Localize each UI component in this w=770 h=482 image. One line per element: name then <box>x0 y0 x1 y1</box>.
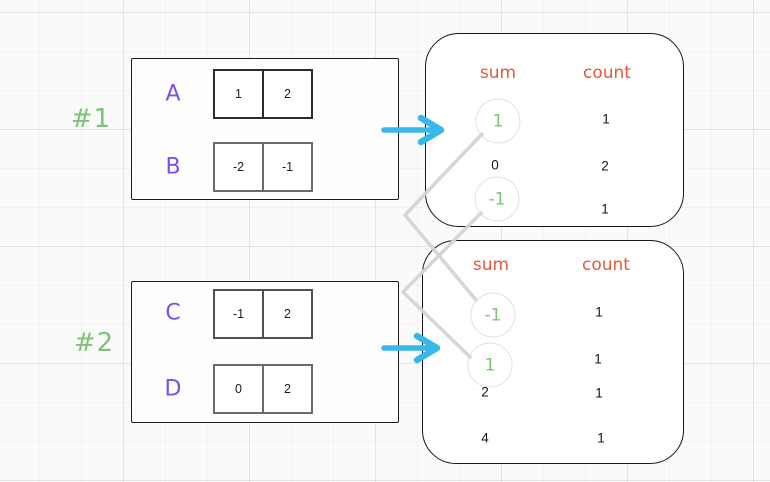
array-d-cell-1: 2 <box>262 364 313 414</box>
result1-row2-sum: -1 <box>488 189 506 209</box>
example2-box: C -1 2 D 0 2 <box>131 281 399 423</box>
result2-table: sum count -1 1 1 1 2 1 4 1 <box>422 240 684 464</box>
example1-box: A 1 2 B -2 -1 <box>131 58 399 200</box>
example1-label: #1 <box>70 104 112 134</box>
example2-label: #2 <box>73 328 115 358</box>
result1-row1-count: 2 <box>601 158 609 174</box>
result2-row0-sum: -1 <box>484 305 502 325</box>
array-b-label: B <box>165 154 181 180</box>
array-a-cells: 1 2 <box>213 69 313 119</box>
result1-row0-count: 1 <box>602 111 610 127</box>
result2-row1-sum-circle: 1 <box>467 342 513 388</box>
result1-row0-sum-circle: 1 <box>475 98 521 144</box>
result1-table: sum count 1 1 0 2 -1 1 <box>425 33 684 227</box>
result2-row0-sum-circle: -1 <box>470 292 516 338</box>
result1-row1-sum: 0 <box>491 157 499 173</box>
result2-row1-sum: 1 <box>484 355 496 375</box>
result2-count-header: count <box>582 255 630 275</box>
array-c-cells: -1 2 <box>213 289 313 339</box>
result2-sum-header: sum <box>472 255 510 275</box>
result1-row2-count: 1 <box>601 201 609 217</box>
result2-row3-sum: 4 <box>481 430 489 446</box>
array-d-cells: 0 2 <box>213 364 313 414</box>
array-c-label: C <box>165 300 181 326</box>
array-c-cell-1: 2 <box>262 289 313 339</box>
array-a-label: A <box>165 81 181 107</box>
array-c-cell-0: -1 <box>213 289 264 339</box>
array-b-cell-1: -1 <box>262 142 313 192</box>
array-d-cell-0: 0 <box>213 364 264 414</box>
result2-row2-count: 1 <box>595 385 603 401</box>
array-a-cell-0: 1 <box>213 69 264 119</box>
result2-row2-sum: 2 <box>481 384 489 400</box>
result2-row3-count: 1 <box>597 430 605 446</box>
result1-sum-header: sum <box>479 63 517 83</box>
result1-count-header: count <box>583 63 631 83</box>
result1-row2-sum-circle: -1 <box>474 176 520 222</box>
array-b-cells: -2 -1 <box>213 142 313 192</box>
array-a-cell-1: 2 <box>262 69 313 119</box>
array-d-label: D <box>164 376 182 402</box>
result2-row0-count: 1 <box>595 304 603 320</box>
result1-row0-sum: 1 <box>492 111 504 131</box>
result2-row1-count: 1 <box>594 351 602 367</box>
array-b-cell-0: -2 <box>213 142 264 192</box>
